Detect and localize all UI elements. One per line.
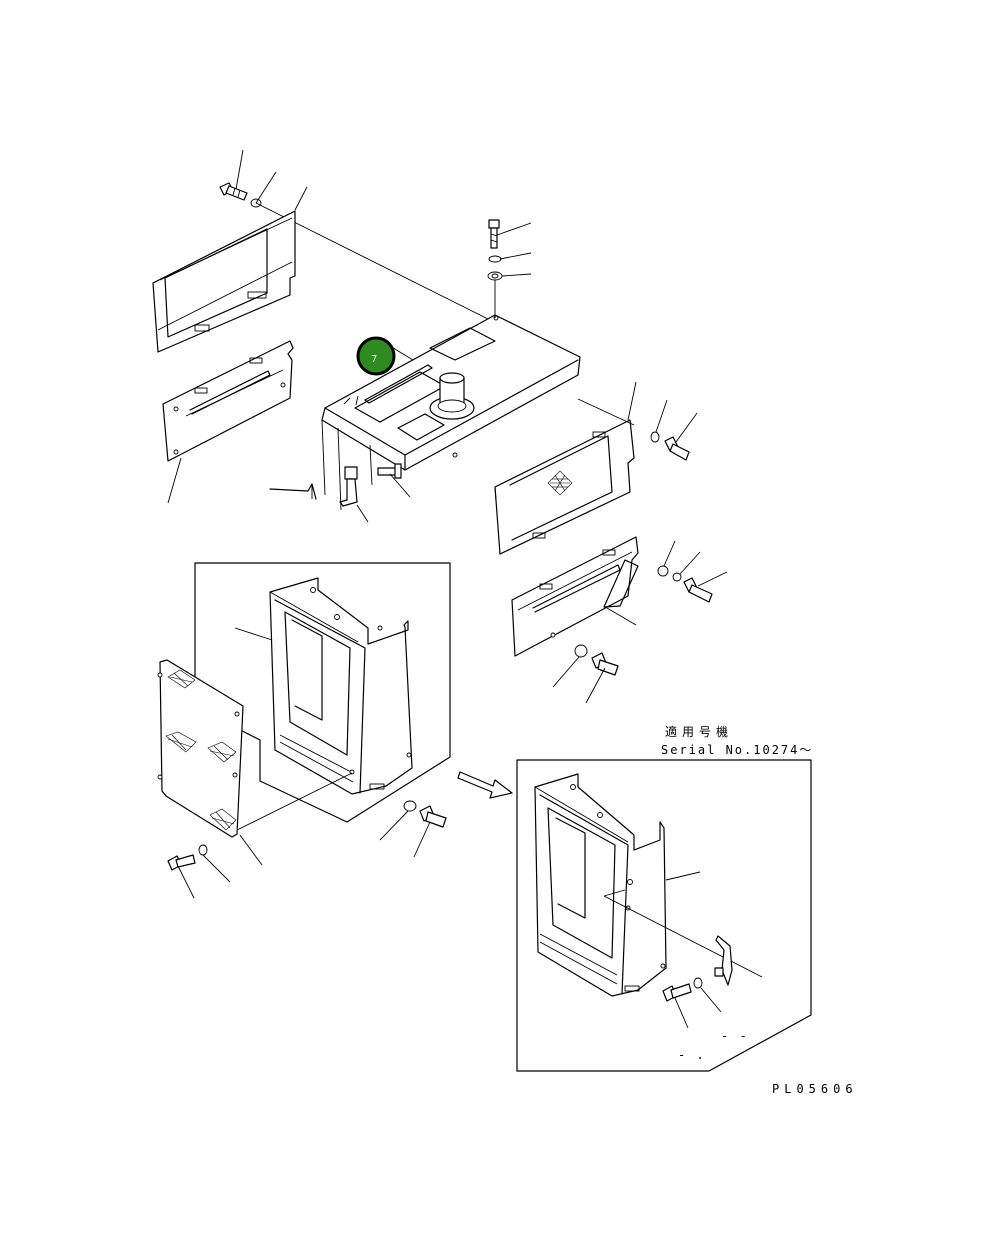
arrow-right-icon [457,771,513,799]
serial-note-title: 適用号機 [665,724,733,739]
louver-mesh [547,470,573,496]
right-lower-panel [511,536,728,704]
mesh-pattern [165,669,237,831]
filler-neck [429,372,475,420]
callout-circle[interactable] [356,336,396,376]
mesh-screen [157,659,353,899]
inset-mark-2: - . [678,1048,706,1062]
callout-label: 7 [371,354,377,365]
inset-bolt-icon [662,983,692,1002]
inset-variant: - - - . [516,759,812,1072]
top-bolt-icon [488,219,500,249]
latch-icon [714,935,733,986]
guard-bolt-icon [419,805,447,828]
screen-bolt-icon [167,854,196,871]
lower-right-bolt-icon [683,577,713,603]
pin-icon [377,463,411,498]
serial-note-serial: Serial No.10274～ [661,743,813,757]
upper-left-cover-assembly [152,149,501,353]
bottom-bolt-icon [591,652,619,676]
right-bolt-icon [664,436,690,461]
radiator-guard-main [194,562,451,858]
top-cover-assembly [269,219,581,523]
part-code: PL05606 [772,1082,858,1096]
callout-badge[interactable]: 7 [356,336,396,376]
latch-bracket [339,466,369,523]
left-side-panel [162,340,294,504]
bolt-icon [219,182,248,201]
inset-mark-1: - - [721,1029,749,1043]
right-upper-panel [494,381,698,555]
